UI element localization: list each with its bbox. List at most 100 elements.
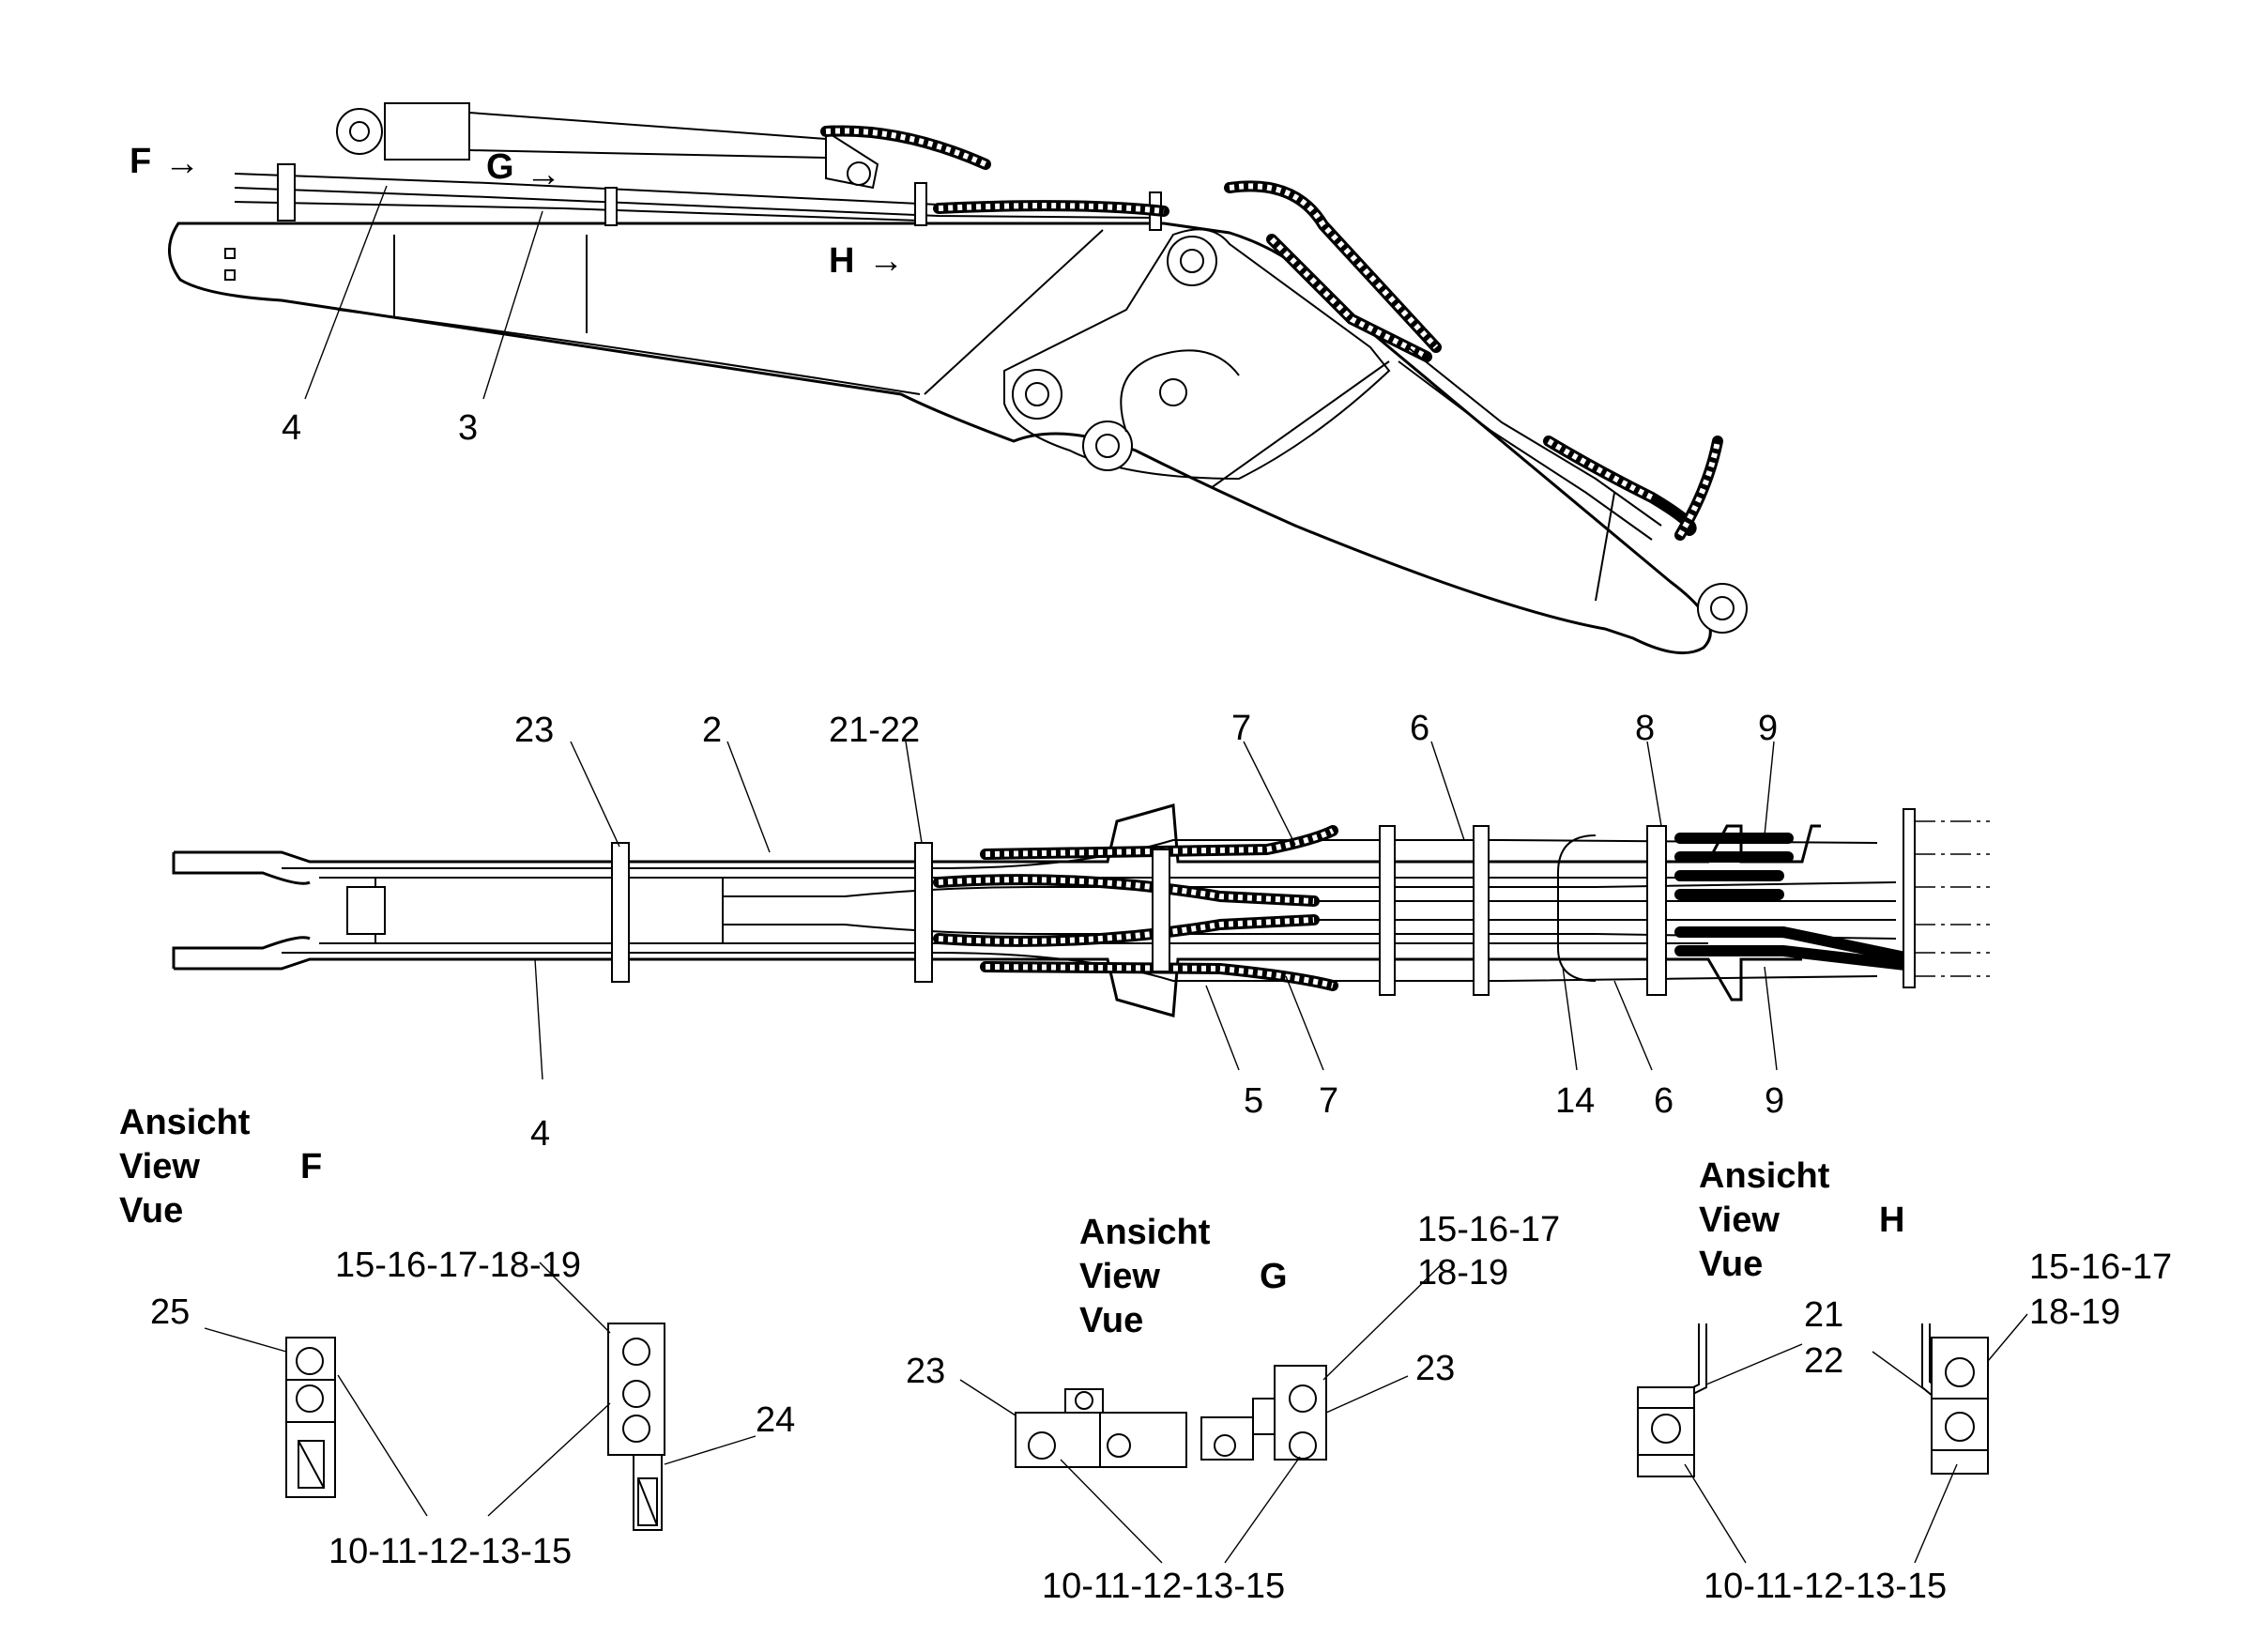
callout-top-21-22: 21-22 [829, 711, 920, 750]
f-clamp-hole-3 [622, 1338, 650, 1366]
hose-tip-inner [1547, 438, 1654, 500]
leader-side-3 [482, 210, 543, 400]
leader-top-9 [1764, 741, 1775, 836]
view-marker-f-arrow: → [164, 144, 200, 183]
cylinder-rod [468, 112, 827, 159]
boom-cylinder [336, 102, 879, 190]
callout-top-23: 23 [514, 711, 554, 750]
h-hole-1 [1651, 1414, 1681, 1444]
leader-top-6 [1430, 741, 1465, 841]
plan-clamp-6a [1379, 825, 1396, 996]
leader-bot-4 [534, 958, 543, 1080]
pipe-clamp-f [277, 163, 296, 222]
callout-f-15-19: 15-16-17-18-19 [335, 1246, 581, 1285]
g-hole-4 [1214, 1434, 1236, 1457]
callout-bot-4: 4 [530, 1114, 550, 1154]
plan-tube-2 [282, 952, 1878, 982]
callout-top-9: 9 [1758, 709, 1778, 748]
g-clamp-left-1 [1015, 1412, 1101, 1468]
pipe-boom-upper-2 [1398, 360, 1653, 541]
callout-side-4: 4 [282, 408, 301, 448]
callout-h-10-15: 10-11-12-13-15 [1704, 1567, 1947, 1606]
leader-bot-14 [1562, 966, 1578, 1071]
f-bracket-right-diag [637, 1477, 658, 1526]
h-hole-2 [1945, 1357, 1975, 1387]
plan-out-hose-6 [1674, 945, 1911, 971]
leader-f-15 [539, 1262, 611, 1334]
pipe-side-3 [234, 201, 921, 222]
pipe-clamp-g [604, 187, 618, 226]
callout-bot-5: 5 [1244, 1081, 1263, 1121]
h-strap-left [1679, 1323, 1700, 1395]
g-hole-3 [1075, 1391, 1093, 1410]
cylinder-eye-inner [349, 121, 370, 142]
plan-outline-bottom [174, 957, 1802, 1017]
hose-tip-end-inner [1677, 440, 1720, 537]
callout-bot-9: 9 [1765, 1081, 1784, 1121]
f-clamp-hole-4 [622, 1380, 650, 1408]
cylinder-end-pin [847, 161, 871, 186]
callout-bot-6: 6 [1654, 1081, 1674, 1121]
g-hole-1 [1028, 1431, 1056, 1460]
pin-center [1159, 378, 1187, 406]
plan-out-hose-5 [1674, 926, 1911, 963]
plan-end-plate [1903, 808, 1916, 988]
view-f-letter: F [300, 1147, 322, 1186]
pin-left-inner [1025, 382, 1049, 406]
view-f-title-1: Ansicht [119, 1103, 251, 1142]
leader-f-10-a [337, 1374, 428, 1517]
detail-view-h: Ansicht View Vue H 21 22 15-16-17 18-19 … [1637, 1156, 2172, 1606]
leader-bot-6 [1613, 980, 1653, 1071]
view-h-title-2: View [1699, 1201, 1780, 1240]
plan-clamp-mid [1152, 849, 1170, 972]
leader-top-21-22 [905, 741, 923, 844]
callout-side-3: 3 [458, 408, 478, 448]
callout-bot-7: 7 [1319, 1081, 1338, 1121]
view-f-title-3: Vue [119, 1191, 183, 1231]
plan-fork-top [172, 852, 311, 885]
boom-plate-line-2 [1210, 360, 1390, 489]
view-marker-g-letter: G [486, 147, 514, 187]
h-clamp-left-div [1638, 1407, 1694, 1456]
plan-cylinder [374, 877, 724, 944]
plan-loop-14 [1557, 834, 1597, 982]
callout-f-24: 24 [756, 1400, 795, 1440]
view-g-letter: G [1260, 1257, 1288, 1296]
pin-tip-inner [1710, 596, 1735, 620]
callout-g-23-left: 23 [906, 1352, 945, 1391]
leader-top-7 [1243, 741, 1296, 846]
leader-h-22 [1872, 1351, 1925, 1390]
boom-outline [168, 222, 1712, 655]
leader-g-10-b [1224, 1456, 1301, 1564]
detail-view-g: Ansicht View Vue G 23 15-16-17 18-19 23 … [906, 1210, 1560, 1606]
view-g-title-3: Vue [1079, 1301, 1143, 1340]
leader-side-4 [304, 185, 388, 400]
plan-tube-3 [844, 881, 1897, 897]
plan-cylinder-rod [723, 895, 845, 925]
leader-g-10-a [1060, 1459, 1163, 1564]
leader-h-10-b [1914, 1463, 1958, 1564]
view-g-title-1: Ansicht [1079, 1213, 1211, 1252]
callout-top-6: 6 [1410, 709, 1429, 748]
plan-fork-bottom [172, 936, 311, 969]
g-hole-2 [1107, 1433, 1131, 1458]
view-h-title-3: Vue [1699, 1245, 1763, 1284]
plan-clamp-21 [914, 842, 933, 983]
hole-1 [224, 248, 236, 259]
callout-bot-14: 14 [1555, 1081, 1595, 1121]
plan-hose-bottom-inner [985, 964, 1334, 988]
f-bracket-left-div [286, 1379, 335, 1423]
plan-clamp-6b [1473, 825, 1490, 996]
leader-f-24 [664, 1435, 757, 1465]
boom-divider-3 [1595, 492, 1615, 602]
leader-top-2 [726, 741, 771, 853]
callout-top-8: 8 [1635, 709, 1655, 748]
hose-top-1 [933, 200, 1169, 217]
callout-g-18-19: 18-19 [1417, 1253, 1508, 1293]
cylinder-body [384, 102, 470, 161]
detail-view-f: Ansicht View Vue F 15-16-17-18-19 25 24 … [119, 1103, 795, 1571]
leader-f-25 [204, 1327, 287, 1353]
hose-cylinder-inner [825, 128, 987, 167]
leader-g-23-right [1325, 1375, 1409, 1414]
